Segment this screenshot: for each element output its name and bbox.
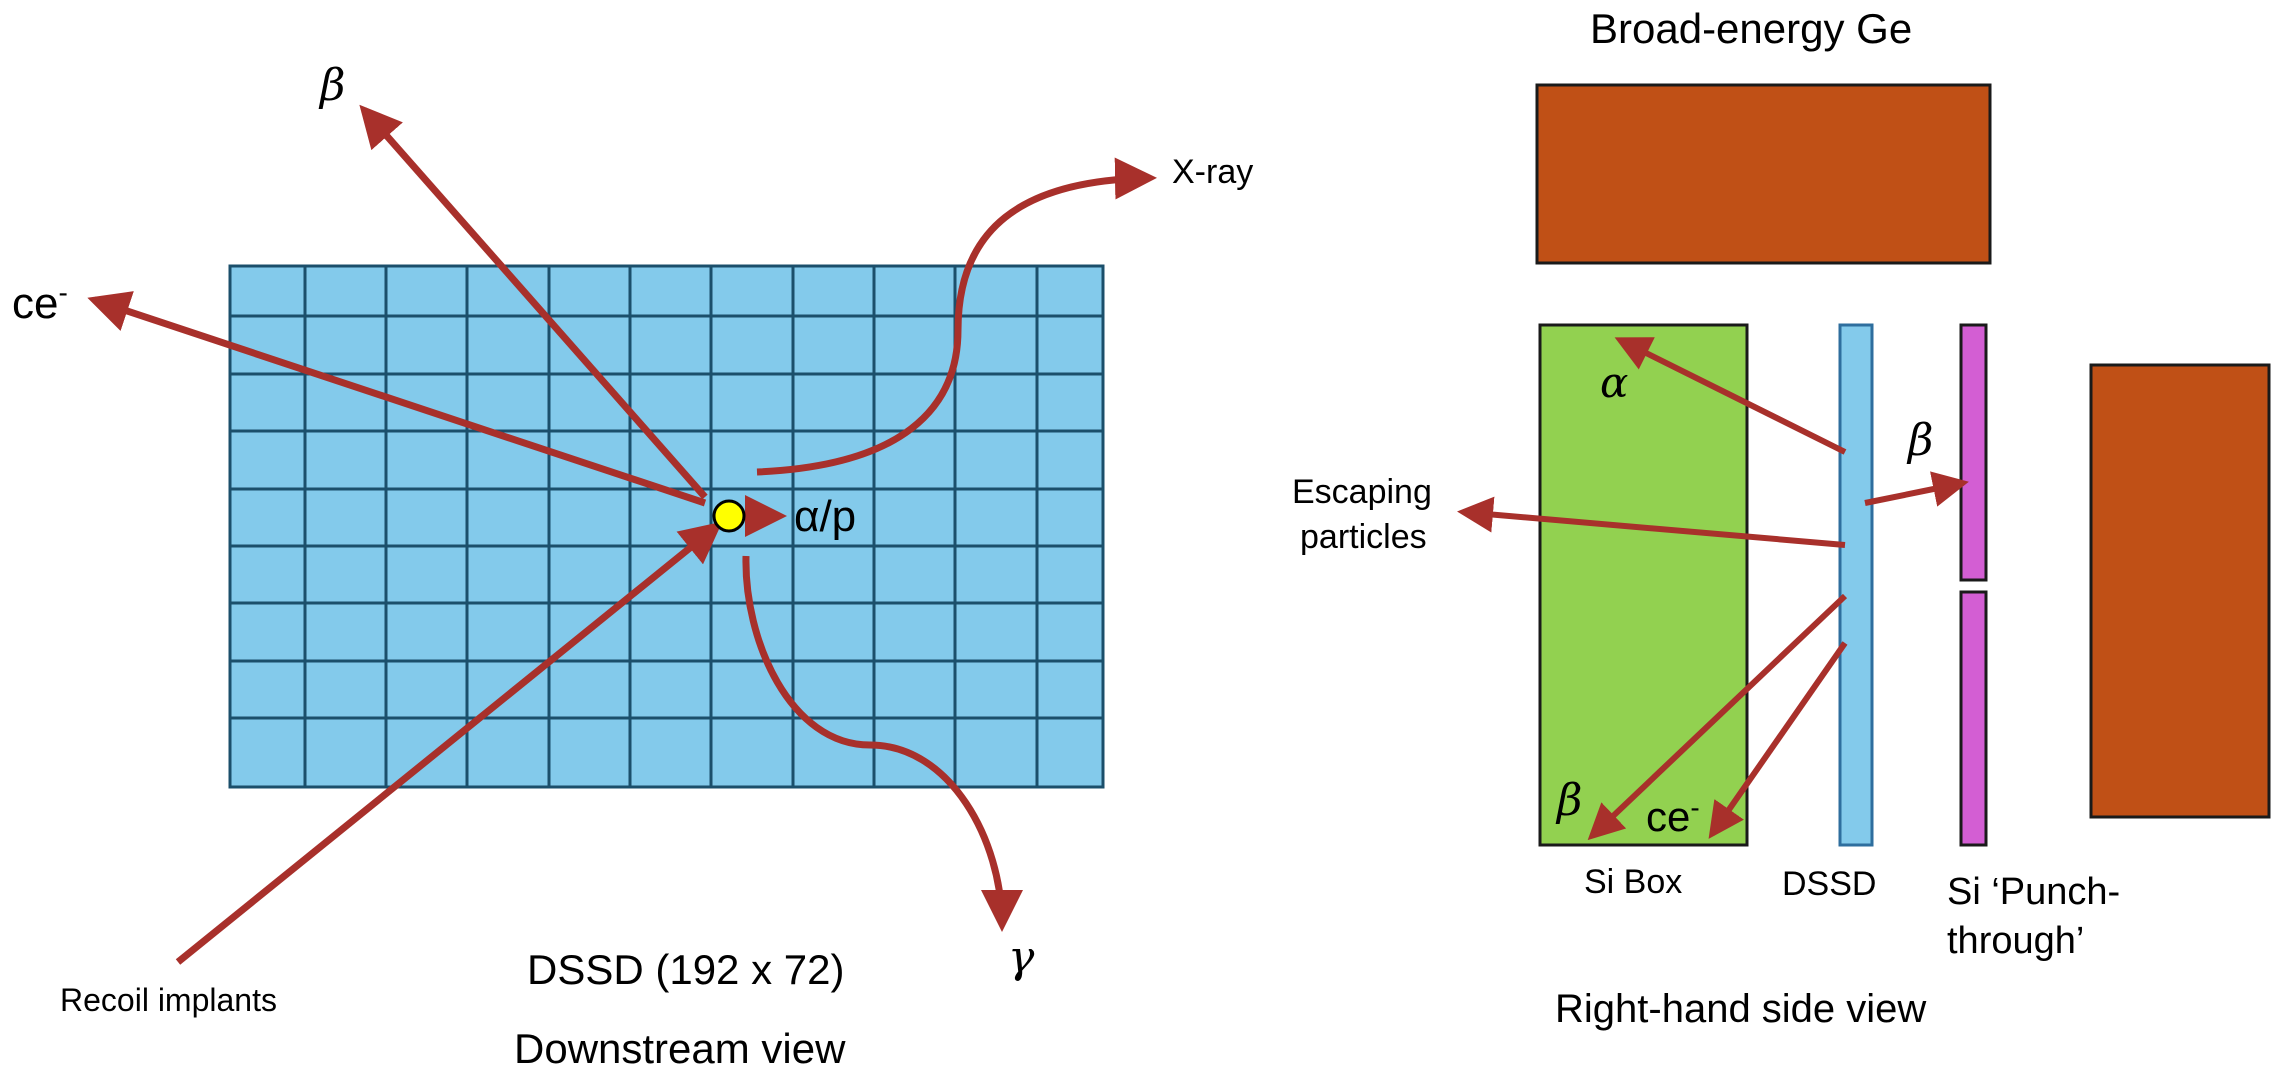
left-decay-arrows — [87, 104, 1157, 965]
ce-side-label: ce- — [1646, 792, 1700, 840]
germanium-detector-side — [2089, 363, 2271, 819]
germanium-detector-top — [1535, 83, 1992, 265]
alpha-arrow — [1614, 337, 1847, 455]
downstream-view-label: Downstream view — [514, 1025, 846, 1072]
dssd-downstream-panel: β ce- X-ray α/p γ Recoil implants DSSD (… — [12, 60, 1253, 1072]
escaping-particles-line1: Escaping — [1292, 473, 1432, 511]
gamma-label: γ — [1008, 932, 1035, 983]
escaping-particles-line2: particles — [1300, 518, 1427, 556]
beta-bottom-label: β — [1555, 775, 1582, 826]
ce-label: ce- — [12, 277, 68, 328]
alpha-label: α — [1600, 358, 1628, 407]
si-box-label: Si Box — [1584, 863, 1682, 901]
beta-top-label: β — [1906, 415, 1933, 466]
beta-backward-arrow — [1587, 593, 1848, 841]
beta-arrow — [359, 104, 708, 500]
xray-label: X-ray — [1172, 153, 1253, 191]
beta-forward-arrow — [1864, 471, 1969, 507]
ce-backward-arrow — [1708, 641, 1848, 839]
side-decay-arrows — [1457, 337, 1969, 841]
punch-through-line1: Si ‘Punch- — [1947, 871, 2120, 913]
side-view-panel: Broad-energy Ge α β Escaping particles β… — [1292, 5, 2271, 1031]
escaping-arrow — [1457, 496, 1846, 548]
recoil-implant-arrow — [175, 521, 723, 965]
punch-through-upper — [1959, 323, 1988, 582]
dssd-side-label: DSSD — [1782, 865, 1876, 903]
dssd-size-label: DSSD (192 x 72) — [527, 946, 844, 993]
implant-point — [712, 499, 746, 533]
dssd-pixel-grid — [228, 264, 1105, 789]
alpha-proton-label: α/p — [794, 492, 856, 541]
punch-through-line2: through’ — [1947, 920, 2084, 962]
recoil-implants-label: Recoil implants — [60, 982, 277, 1018]
ce-side-label-text: ce — [1646, 793, 1690, 840]
ce-label-text: ce — [12, 279, 58, 328]
si-box — [1538, 323, 1749, 847]
dssd-side — [1838, 323, 1874, 847]
beta-label: β — [318, 60, 345, 111]
side-view-label: Right-hand side view — [1555, 987, 1926, 1031]
punch-through-lower — [1959, 590, 1988, 847]
germanium-label: Broad-energy Ge — [1590, 5, 1912, 52]
xray-arrow — [756, 157, 1157, 476]
ce-side-label-superscript: - — [1690, 792, 1699, 823]
ce-label-superscript: - — [58, 277, 67, 308]
ce-arrow — [87, 291, 707, 507]
gamma-arrow — [742, 555, 1023, 932]
